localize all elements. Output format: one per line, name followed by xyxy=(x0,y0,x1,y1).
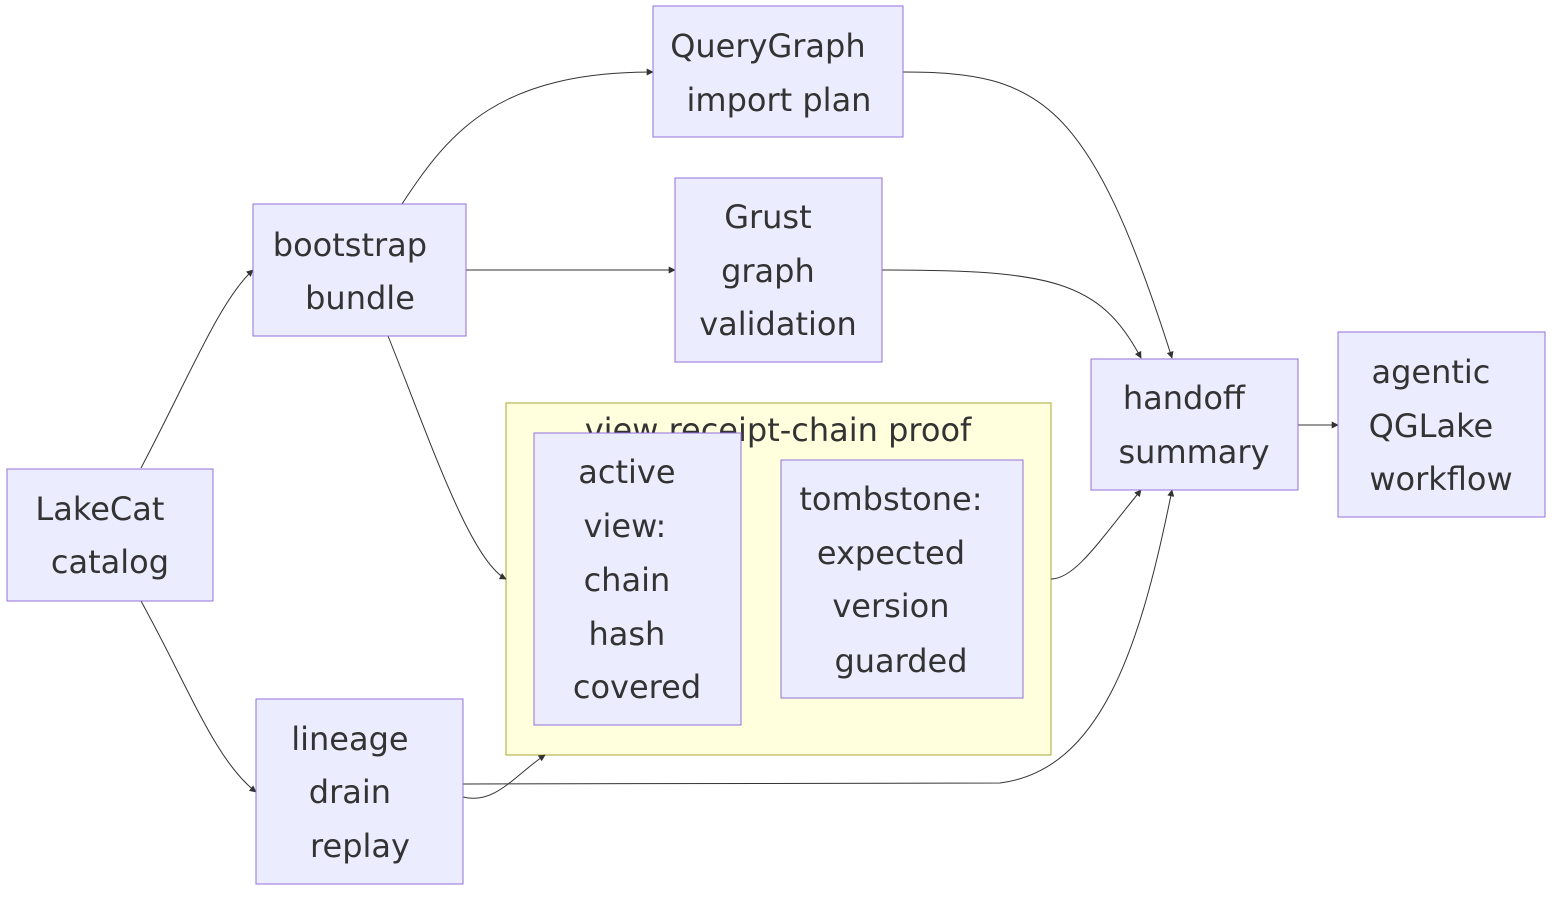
edges xyxy=(140,68,1339,799)
node-label-line: summary xyxy=(1119,433,1270,471)
edge-lineage-to-handoff xyxy=(462,489,1175,785)
node-label-line: version xyxy=(832,587,949,625)
node-box xyxy=(674,177,883,363)
node-label-line: replay xyxy=(310,827,410,865)
node-label-line: graph xyxy=(721,252,815,290)
node-label-line: bootstrap xyxy=(273,226,427,264)
node-agentic-qglake-workflow[interactable]: agentic QGLake workflow xyxy=(1337,331,1546,518)
node-label: active view: chain hash covered xyxy=(573,453,701,706)
node-label-line: tombstone: xyxy=(799,480,982,518)
node-label-line: Grust xyxy=(724,198,811,236)
node-box xyxy=(255,698,464,885)
node-box xyxy=(533,432,742,726)
edge-view-proof-to-handoff xyxy=(1050,489,1142,580)
node-label-line: chain xyxy=(584,561,671,599)
edge-bootstrap-to-querygraph xyxy=(401,68,654,205)
node-label-line: import plan xyxy=(687,81,872,119)
node-label-line: drain xyxy=(309,773,391,811)
node-label: LakeCat catalog xyxy=(35,490,174,581)
node-tombstone-expected-version-guarded[interactable]: tombstone: expected version guarded xyxy=(780,459,1024,699)
node-label-line: hash xyxy=(588,615,665,653)
node-box xyxy=(6,468,214,602)
node-bootstrap-bundle[interactable]: bootstrap bundle xyxy=(252,203,467,337)
node-label-line: LakeCat xyxy=(35,490,164,528)
node-label-line: workflow xyxy=(1369,460,1512,498)
node-label: agentic QGLake workflow xyxy=(1369,353,1513,498)
node-label-line: guarded xyxy=(834,642,967,680)
node-label-line: bundle xyxy=(305,279,415,317)
node-active-view-chain-hash-covered[interactable]: active view: chain hash covered xyxy=(533,432,742,726)
edge-lineage-to-view-proof xyxy=(462,754,546,799)
node-label: tombstone: expected version guarded xyxy=(799,480,992,680)
node-label-line: covered xyxy=(573,668,701,706)
node-label-line: catalog xyxy=(51,543,169,581)
node-label: QueryGraph import plan xyxy=(670,27,876,119)
edge-lakecat-to-lineage xyxy=(140,600,257,793)
node-label: bootstrap bundle xyxy=(273,226,437,317)
node-grust-graph-validation[interactable]: Grust graph validation xyxy=(674,177,883,363)
node-label: lineage drain replay xyxy=(291,720,419,865)
node-label-line: QGLake xyxy=(1369,407,1494,445)
edge-lakecat-to-bootstrap xyxy=(140,269,254,469)
node-handoff-summary[interactable]: handoff summary xyxy=(1090,358,1299,491)
node-box xyxy=(252,203,467,337)
node-label-line: lineage xyxy=(291,720,408,758)
node-label: handoff summary xyxy=(1119,379,1270,471)
node-lineage-drain-replay[interactable]: lineage drain replay xyxy=(255,698,464,885)
edge-querygraph-to-handoff xyxy=(902,71,1174,359)
node-label-line: agentic xyxy=(1371,353,1490,391)
node-label-line: handoff xyxy=(1123,379,1246,417)
node-box xyxy=(652,5,904,138)
node-label-line: validation xyxy=(699,305,857,343)
node-box xyxy=(1090,358,1299,491)
node-lakecat-catalog[interactable]: LakeCat catalog xyxy=(6,468,214,602)
edge-bootstrap-to-view-proof xyxy=(387,335,507,580)
node-label-line: active xyxy=(578,453,675,491)
node-box xyxy=(780,459,1024,699)
node-label-line: QueryGraph xyxy=(670,27,865,65)
node-label-line: expected xyxy=(817,534,965,572)
node-label: Grust graph validation xyxy=(699,198,857,343)
edge-grust-to-handoff xyxy=(881,269,1142,359)
nodes: LakeCat catalog bootstrap bundle lineage… xyxy=(6,5,1546,885)
node-label-line: view: xyxy=(584,507,667,545)
node-querygraph-import-plan[interactable]: QueryGraph import plan xyxy=(652,5,904,138)
node-box xyxy=(1337,331,1546,518)
